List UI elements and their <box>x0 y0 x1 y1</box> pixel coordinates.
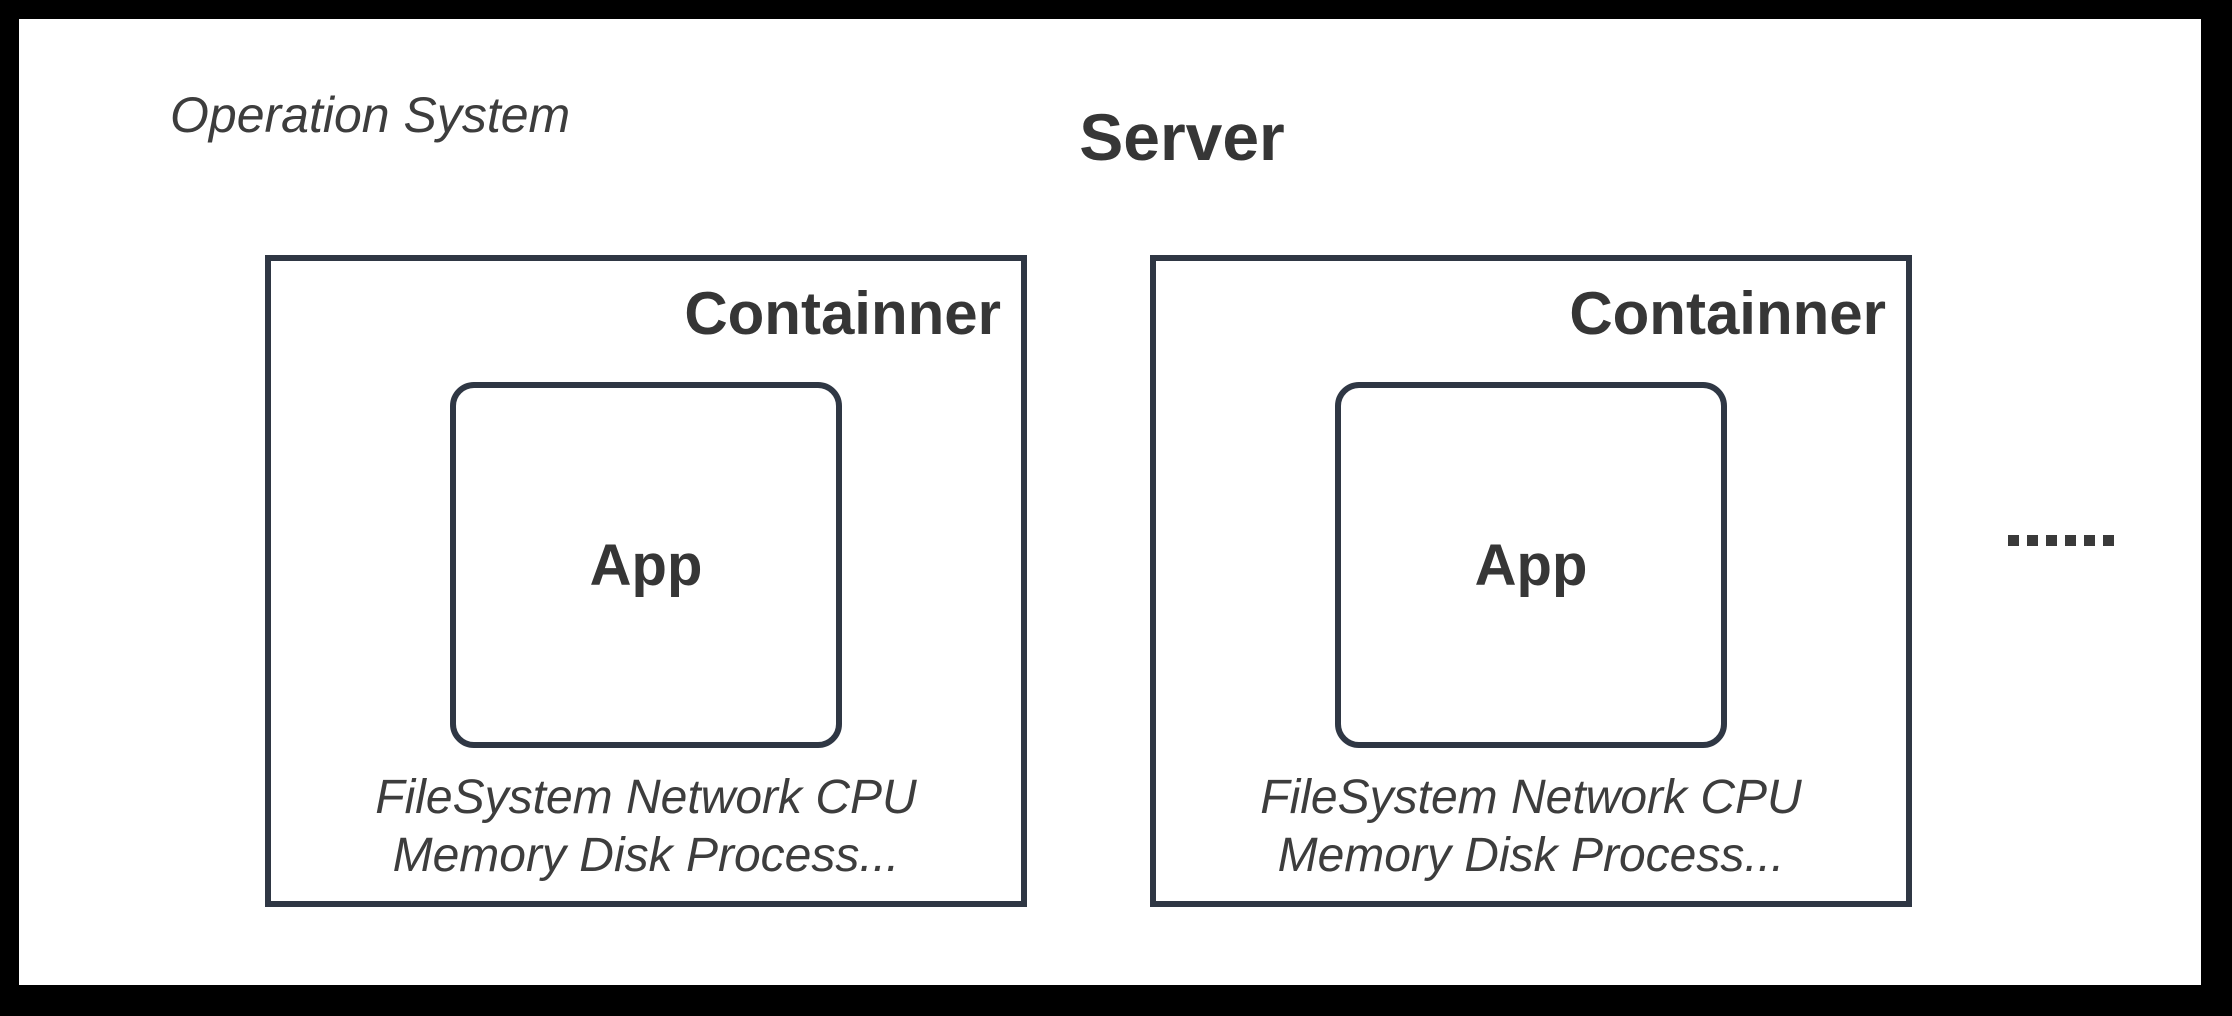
container-resources: FileSystem Network CPU Memory Disk Proce… <box>271 769 1021 885</box>
server-title: Server <box>1079 100 1285 174</box>
more-containers-ellipsis <box>2008 535 2114 546</box>
container-box-1: Containner App FileSystem Network CPU Me… <box>265 255 1027 907</box>
ellipsis-dot <box>2027 535 2038 546</box>
resources-line-1: FileSystem Network CPU <box>375 771 917 824</box>
operating-system-label: Operation System <box>170 87 571 143</box>
app-box: App <box>450 382 842 748</box>
ellipsis-dot <box>2008 535 2019 546</box>
resources-line-2: Memory Disk Process... <box>1277 829 1785 882</box>
resources-line-1: FileSystem Network CPU <box>1260 771 1802 824</box>
ellipsis-dot <box>2084 535 2095 546</box>
container-title: Containner <box>1569 280 1886 347</box>
ellipsis-dot <box>2103 535 2114 546</box>
container-title: Containner <box>684 280 1001 347</box>
app-label: App <box>1474 532 1588 598</box>
container-resources: FileSystem Network CPU Memory Disk Proce… <box>1156 769 1906 885</box>
ellipsis-dot <box>2046 535 2057 546</box>
app-label: App <box>589 532 703 598</box>
ellipsis-dot <box>2065 535 2076 546</box>
app-box: App <box>1335 382 1727 748</box>
resources-line-2: Memory Disk Process... <box>392 829 900 882</box>
container-box-2: Containner App FileSystem Network CPU Me… <box>1150 255 1912 907</box>
